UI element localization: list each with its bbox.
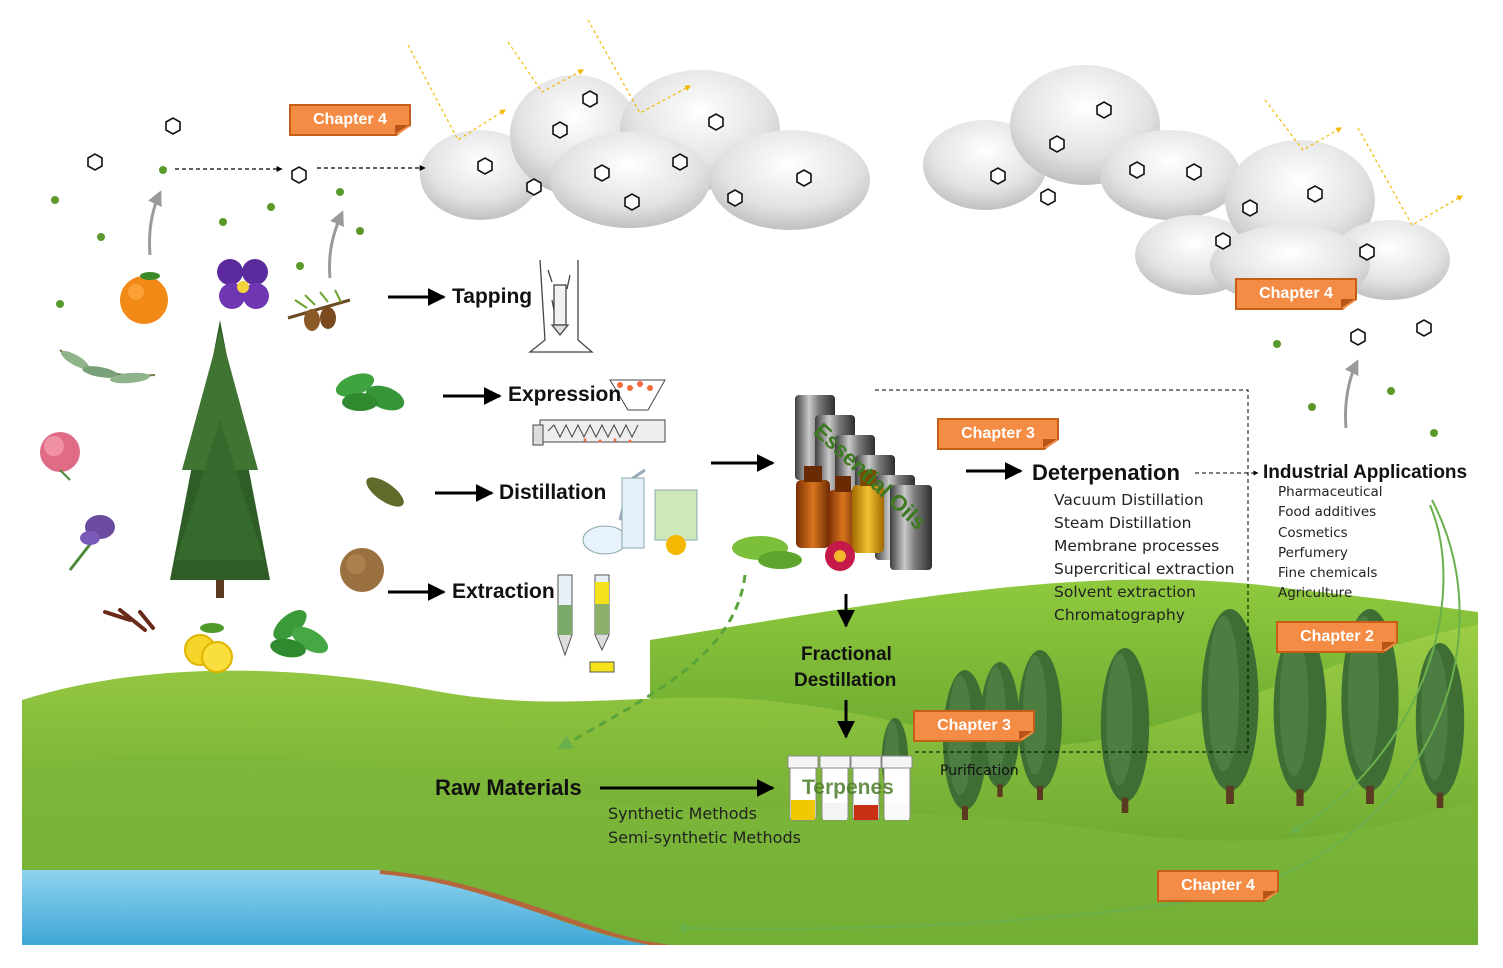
application-item: Fine chemicals — [1278, 565, 1378, 582]
synthesis-item: Synthetic Methods — [608, 804, 757, 823]
dried-herb-icon — [366, 477, 404, 507]
dispersion-arrows — [175, 165, 426, 172]
basil-leaves-icon — [335, 373, 405, 411]
destillation-label: Destillation — [794, 670, 897, 691]
deterpenation-title: Deterpenation — [1032, 460, 1180, 485]
expression-illustration — [532, 379, 666, 446]
cloud-right-top — [923, 65, 1240, 220]
industrial-applications-list: Pharmaceutical Food additives Cosmetics … — [1278, 482, 1382, 604]
application-item: Food additives — [1278, 504, 1377, 521]
volatile-dots — [51, 166, 1438, 437]
method-item: Solvent extraction — [1054, 583, 1196, 601]
chapter-tag: Chapter 4 — [289, 104, 411, 136]
carnation-icon — [40, 432, 80, 481]
raw-materials-title: Raw Materials — [435, 775, 582, 800]
method-item: Membrane processes — [1054, 537, 1220, 555]
flow-arrows — [388, 288, 1023, 797]
extraction-label: Extraction — [452, 580, 555, 603]
application-item: Cosmetics — [1278, 524, 1348, 541]
application-item: Perfumery — [1278, 544, 1348, 561]
application-item: Agriculture — [1278, 585, 1353, 602]
terpenes-label: Terpenes — [802, 776, 894, 799]
tapping-label: Tapping — [452, 285, 533, 308]
synthesis-item: Semi-synthetic Methods — [608, 828, 801, 847]
industrial-applications-title: Industrial Applications — [1263, 462, 1468, 483]
violet-flower-icon — [217, 259, 269, 309]
sun-rays — [407, 19, 1464, 226]
cloves-icon — [103, 608, 155, 632]
extraction-illustration — [557, 574, 615, 673]
deterpenation-methods: Vacuum Distillation Steam Distillation M… — [1054, 489, 1235, 627]
method-item: Vacuum Distillation — [1054, 491, 1204, 509]
method-item: Supercritical extraction — [1054, 560, 1235, 578]
synthesis-methods: Synthetic Methods Semi-synthetic Methods — [608, 802, 801, 850]
chapter-tag: Chapter 2 — [1276, 621, 1398, 653]
lemon-icon — [184, 623, 233, 673]
application-item: Pharmaceutical — [1278, 484, 1383, 500]
chapter-tag: Chapter 4 — [1157, 870, 1279, 902]
chapter-tag: Chapter 4 — [1235, 278, 1357, 310]
orange-icon — [120, 272, 168, 324]
mint-leaves-icon — [270, 610, 329, 658]
plant-sources — [40, 259, 405, 673]
tapping-illustration — [528, 259, 594, 353]
essential-oils-illustration — [732, 395, 932, 571]
chapter-tag: Chapter 3 — [913, 710, 1035, 742]
terpene-vials — [787, 755, 913, 821]
expression-label: Expression — [508, 383, 622, 406]
distillation-label: Distillation — [499, 481, 607, 504]
fractional-label: Fractional — [801, 644, 892, 665]
distillation-illustration — [582, 468, 698, 555]
cloud-left — [420, 70, 870, 230]
pine-branch-icon — [287, 289, 351, 331]
lavender-icon — [68, 515, 115, 571]
flower-icon — [825, 541, 855, 571]
method-item: Steam Distillation — [1054, 514, 1192, 532]
chapter-tag: Chapter 3 — [937, 418, 1059, 450]
pine-tree-icon — [170, 320, 270, 598]
eucalyptus-icon — [59, 349, 156, 384]
seeds-icon — [340, 548, 384, 592]
dashed-connectors — [875, 389, 1259, 753]
method-item: Chromatography — [1054, 606, 1185, 624]
purification-label: Purification — [940, 763, 1019, 779]
emission-arrows — [148, 190, 1359, 429]
